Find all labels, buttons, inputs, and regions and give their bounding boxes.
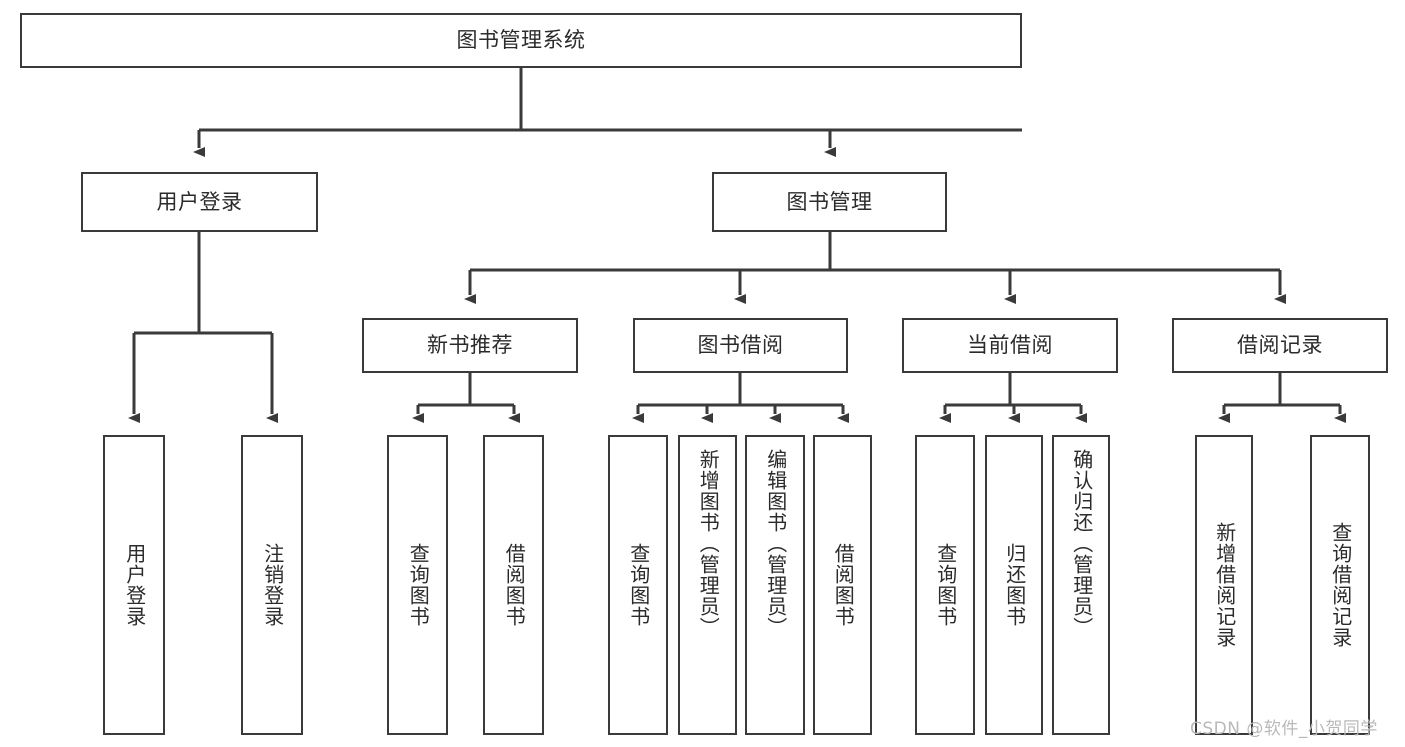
node-leaf-query-book-3[interactable]: 查询图书 <box>915 435 975 735</box>
node-book-manage-label: 图书管理 <box>786 189 873 214</box>
node-leaf-borrow-book-2-label: 借阅图书 <box>831 543 856 627</box>
node-borrow-record[interactable]: 借阅记录 <box>1172 318 1388 373</box>
node-leaf-confirm-return[interactable]: 确认归还（管理员） <box>1052 435 1110 735</box>
node-leaf-borrow-book-1-label: 借阅图书 <box>502 543 527 627</box>
node-leaf-query-book-2[interactable]: 查询图书 <box>608 435 668 735</box>
node-new-book-rec-label: 新书推荐 <box>427 333 513 358</box>
node-leaf-add-book[interactable]: 新增图书（管理员） <box>678 435 737 735</box>
node-book-manage[interactable]: 图书管理 <box>712 172 947 232</box>
node-leaf-query-book-3-label: 查询图书 <box>933 543 958 627</box>
node-leaf-confirm-return-label: 确认归还（管理员） <box>1069 449 1094 638</box>
node-user-login-label: 用户登录 <box>156 189 243 214</box>
node-leaf-borrow-book-1[interactable]: 借阅图书 <box>483 435 544 735</box>
node-current-borrow-label: 当前借阅 <box>967 333 1053 358</box>
node-root-label: 图书管理系统 <box>456 28 586 53</box>
node-leaf-edit-book[interactable]: 编辑图书（管理员） <box>745 435 805 735</box>
node-root[interactable]: 图书管理系统 <box>20 13 1022 68</box>
node-leaf-return-book[interactable]: 归还图书 <box>985 435 1043 735</box>
node-leaf-add-record-label: 新增借阅记录 <box>1212 522 1237 648</box>
node-user-login[interactable]: 用户登录 <box>81 172 318 232</box>
node-leaf-user-logout[interactable]: 注销登录 <box>241 435 303 735</box>
node-leaf-borrow-book-2[interactable]: 借阅图书 <box>813 435 872 735</box>
node-borrow-record-label: 借阅记录 <box>1237 333 1323 358</box>
node-leaf-user-logout-label: 注销登录 <box>260 543 285 627</box>
node-book-borrow-label: 图书借阅 <box>697 333 784 358</box>
node-book-borrow[interactable]: 图书借阅 <box>633 318 848 373</box>
node-leaf-user-login-label: 用户登录 <box>122 543 147 627</box>
node-new-book-rec[interactable]: 新书推荐 <box>362 318 578 373</box>
node-leaf-query-record[interactable]: 查询借阅记录 <box>1310 435 1370 735</box>
node-leaf-add-record[interactable]: 新增借阅记录 <box>1195 435 1253 735</box>
node-leaf-user-login[interactable]: 用户登录 <box>103 435 165 735</box>
node-current-borrow[interactable]: 当前借阅 <box>902 318 1118 373</box>
node-leaf-return-book-label: 归还图书 <box>1002 543 1027 627</box>
node-leaf-query-record-label: 查询借阅记录 <box>1328 522 1353 648</box>
node-leaf-query-book-1-label: 查询图书 <box>406 543 431 627</box>
node-leaf-add-book-label: 新增图书（管理员） <box>696 449 721 638</box>
node-leaf-edit-book-label: 编辑图书（管理员） <box>763 449 788 638</box>
node-leaf-query-book-1[interactable]: 查询图书 <box>387 435 448 735</box>
node-leaf-query-book-2-label: 查询图书 <box>626 543 651 627</box>
watermark: CSDN @软件_小贺同学 <box>1190 719 1378 739</box>
